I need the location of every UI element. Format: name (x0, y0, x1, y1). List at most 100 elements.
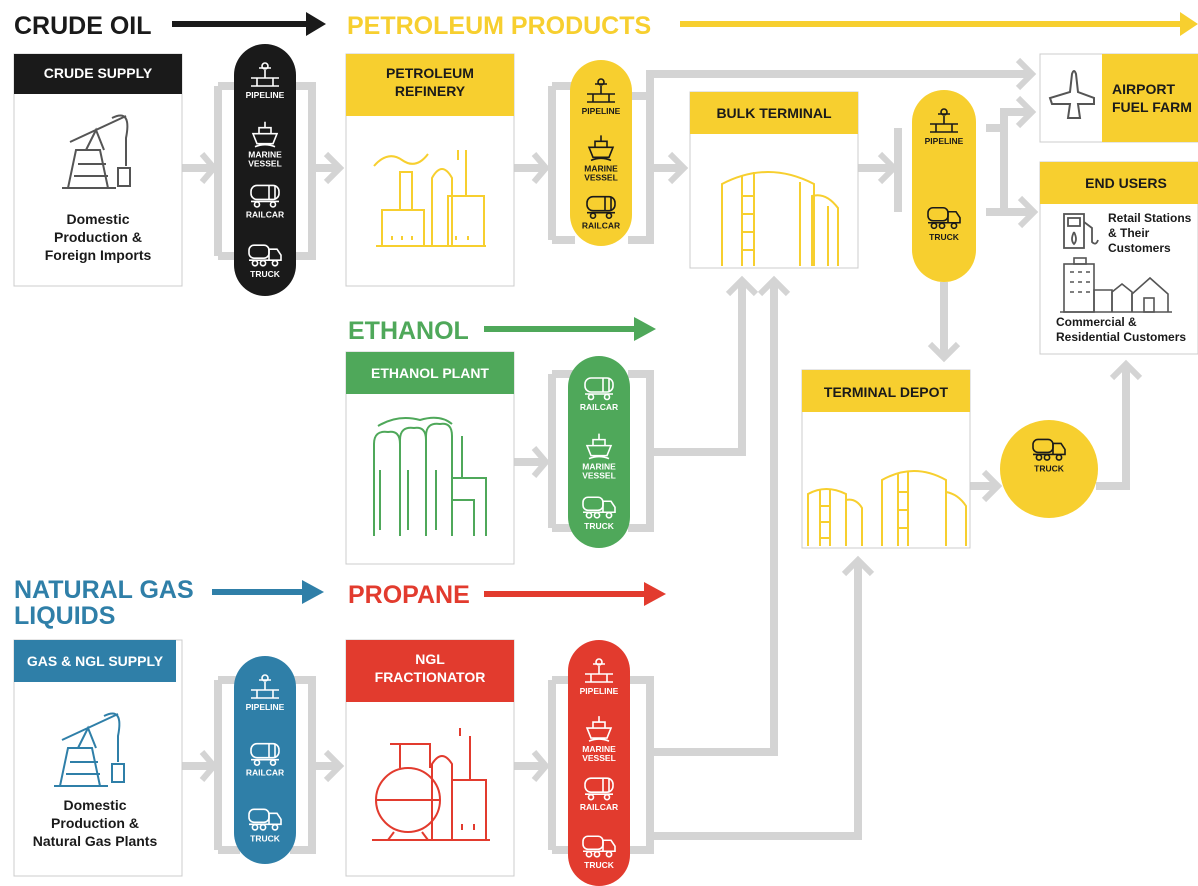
airplane-icon (1048, 70, 1095, 119)
header-petroleum-products: PETROLEUM PRODUCTS (347, 12, 1198, 40)
fractionator-icon (372, 728, 490, 841)
marine-vessel-label: VESSEL (582, 471, 616, 481)
pipeline-icon (251, 62, 279, 87)
airport-fuel-farm-box: AIRPORT FUEL FARM (1039, 53, 1198, 143)
pipeline-icon (251, 674, 279, 699)
refinery-title-2: REFINERY (395, 83, 466, 99)
pipeline-label: PIPELINE (580, 686, 619, 696)
pumpjack-icon (54, 712, 125, 787)
ethanol-heading: ETHANOL (348, 317, 469, 345)
pipeline-label: PIPELINE (925, 136, 964, 146)
refinery-title-1: PETROLEUM (386, 65, 474, 81)
transport-pills: PIPELINEMARINEVESSELRAILCARTRUCKPIPELINE… (234, 44, 1098, 886)
crude-oil-heading: CRUDE OIL (14, 12, 152, 40)
railcar-icon (250, 742, 280, 766)
header-propane: PROPANE (348, 581, 666, 609)
refinery-box: PETROLEUM REFINERY (345, 53, 515, 287)
railcar-icon (250, 184, 280, 208)
ethanol-plant-box: ETHANOL PLANT (345, 351, 515, 565)
terminal-depot-box: TERMINAL DEPOT (801, 369, 971, 549)
end-users-title: END USERS (1085, 175, 1167, 191)
header-ngl: NATURAL GAS LIQUIDS (14, 576, 324, 630)
marine-vessel-icon (251, 121, 279, 148)
propane-heading: PROPANE (348, 581, 470, 609)
gas-supply-desc-3: Natural Gas Plants (33, 833, 158, 849)
marine-vessel-label: MARINE (582, 744, 616, 754)
ethanol-plant-icon (373, 416, 487, 536)
truck-label: TRUCK (584, 860, 615, 870)
truck-label: TRUCK (584, 521, 615, 531)
railcar-label: RAILCAR (580, 402, 618, 412)
pipeline-icon (930, 108, 958, 133)
bulk-terminal-box: BULK TERMINAL (689, 91, 859, 269)
fractionator-title-1: NGL (415, 651, 445, 667)
depot-truck-circle: TRUCK (1000, 420, 1098, 518)
terminal-depot-title: TERMINAL DEPOT (824, 384, 949, 400)
storage-tanks-icon (721, 171, 839, 266)
commercial-line1: Commercial & (1056, 315, 1137, 329)
ethanol-plant-title: ETHANOL PLANT (371, 365, 489, 381)
commercial-line2: Residential Customers (1056, 330, 1186, 344)
depot-tanks-icon (807, 470, 967, 546)
railcar-icon (584, 777, 614, 801)
ngl-fractionator-box: NGL FRACTIONATOR (345, 639, 515, 877)
end-users-box: END USERS Retail Stations & Their Custom… (1039, 161, 1198, 355)
railcar-label: RAILCAR (580, 802, 618, 812)
railcar-label: RAILCAR (582, 221, 620, 231)
crude-supply-desc-3: Foreign Imports (45, 247, 152, 263)
marine-vessel-label: MARINE (584, 163, 618, 173)
petroleum-products-heading: PETROLEUM PRODUCTS (347, 12, 651, 40)
marine-vessel-label: VESSEL (582, 753, 616, 763)
marine-vessel-icon (585, 716, 613, 742)
truck-icon (248, 808, 282, 831)
pipeline-icon (587, 78, 615, 103)
pumpjack-icon (62, 114, 131, 189)
airport-title-1: AIRPORT (1112, 81, 1175, 97)
truck-icon (1032, 438, 1066, 461)
marine-vessel-label: VESSEL (248, 159, 282, 169)
airport-title-2: FUEL FARM (1112, 99, 1192, 115)
pipeline-icon (585, 658, 613, 683)
gas-supply-desc-2: Production & (51, 815, 139, 831)
truck-label: TRUCK (250, 833, 281, 843)
truck-icon (927, 206, 961, 230)
truck-label: TRUCK (929, 232, 960, 242)
marine-vessel-label: MARINE (248, 150, 282, 160)
gas-supply-desc-1: Domestic (63, 797, 126, 813)
gas-ngl-supply-box: GAS & NGL SUPPLY Domestic Production & N… (13, 639, 183, 877)
crude-supply-desc-2: Production & (54, 229, 142, 245)
pipeline-label: PIPELINE (582, 106, 621, 116)
railcar-icon (584, 377, 614, 401)
crude-supply-desc-1: Domestic (66, 211, 129, 227)
railcar-icon (586, 195, 616, 220)
marine-vessel-label: VESSEL (584, 172, 618, 182)
fractionator-title-2: FRACTIONATOR (375, 669, 486, 685)
retail-stations-line1: Retail Stations (1108, 211, 1192, 225)
bulk-transport-pill: PIPELINE TRUCK (912, 90, 976, 282)
truck-label: TRUCK (1034, 463, 1065, 473)
truck-label: TRUCK (250, 269, 281, 279)
retail-stations-line2: & Their (1108, 226, 1150, 240)
buildings-icon (1060, 257, 1172, 313)
refinery-icon (373, 150, 486, 247)
bulk-terminal-title: BULK TERMINAL (716, 105, 832, 121)
crude-supply-title: CRUDE SUPPLY (44, 65, 153, 81)
crude-supply-box: CRUDE SUPPLY Domestic Production & Forei… (13, 53, 183, 287)
railcar-label: RAILCAR (246, 209, 284, 219)
fuel-pump-icon (1063, 213, 1099, 249)
truck-icon (582, 835, 616, 858)
header-ethanol: ETHANOL (348, 317, 656, 345)
truck-icon (582, 496, 616, 519)
ngl-heading-line2: LIQUIDS (14, 602, 115, 630)
pipeline-label: PIPELINE (246, 702, 285, 712)
marine-vessel-icon (585, 433, 613, 460)
pipeline-label: PIPELINE (246, 90, 285, 100)
header-crude-oil: CRUDE OIL (14, 12, 326, 40)
ngl-heading-line1: NATURAL GAS (14, 576, 194, 604)
